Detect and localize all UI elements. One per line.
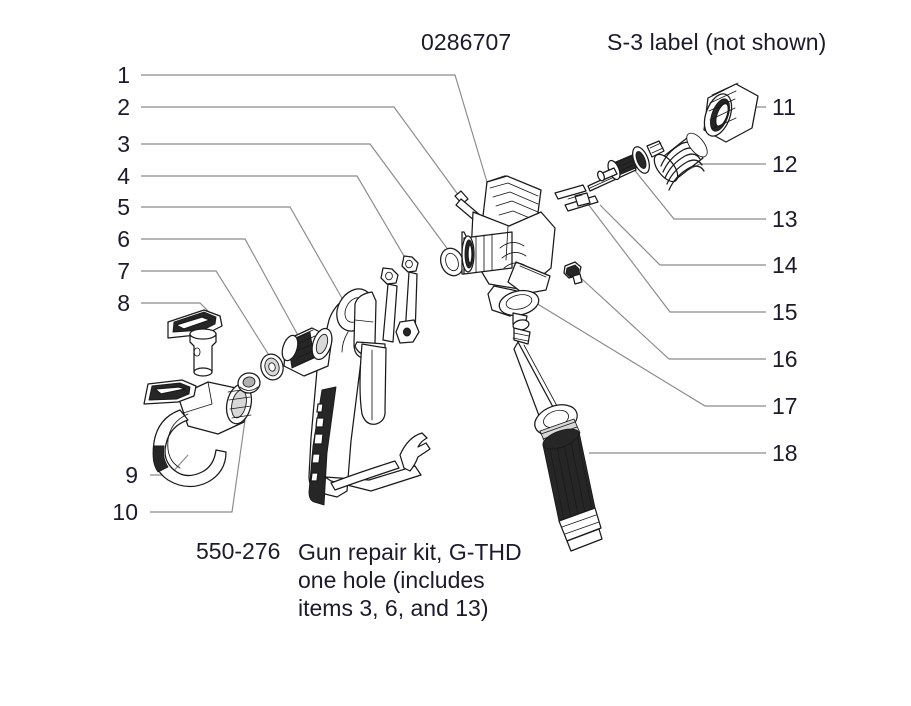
repair-kit-part-number: 550-276 [196,538,281,564]
part-set-screw [563,261,583,285]
callout-9[interactable]: 9 [125,462,138,488]
leader-lines-right [530,106,766,454]
callout-11[interactable]: 11 [772,94,796,120]
part-diffuser-seat [260,353,284,381]
repair-kit-description-line-1: Gun repair kit, G-THD [298,539,522,565]
part-spray-tip-guard [167,309,223,377]
repair-kit-description-line-2: one hole (includes [298,567,485,593]
part-end-cap-nut [703,82,759,143]
repair-kit-footer: 550-276 Gun repair kit, G-THD one hole (… [196,538,616,622]
callout-15[interactable]: 15 [772,299,798,325]
callout-1[interactable]: 1 [117,62,130,88]
callout-18[interactable]: 18 [772,440,798,466]
callout-3[interactable]: 3 [117,131,130,157]
part-fluid-tube-swivel [498,289,564,430]
part-trigger-link-arm [353,255,420,425]
part-compression-spring [653,132,708,191]
s3-label-note: S-3 label (not shown) [607,29,827,55]
part-inline-filter-handle [534,404,603,552]
callout-12[interactable]: 12 [772,151,798,177]
part-trigger-stop-pin [554,184,599,212]
callout-8[interactable]: 8 [117,290,130,316]
part-tip-seal-washer [237,372,261,394]
callout-16[interactable]: 16 [772,346,798,372]
part-gun-body [461,175,556,317]
part-needle-packing-assembly [597,140,665,182]
callout-7[interactable]: 7 [117,258,130,284]
part-guard-housing-nut [281,327,333,377]
callout-10[interactable]: 10 [112,499,138,525]
callout-4[interactable]: 4 [117,163,130,189]
callout-14[interactable]: 14 [772,252,798,278]
callout-13[interactable]: 13 [772,206,798,232]
repair-kit-description-line-3: items 3, 6, and 13) [298,595,489,621]
part-tip-guard-assembly [143,379,253,488]
callout-5[interactable]: 5 [117,194,130,220]
repair-kit-description: Gun repair kit, G-THD one hole (includes… [298,538,558,622]
callout-6[interactable]: 6 [117,226,130,252]
callout-2[interactable]: 2 [117,94,130,120]
callout-17[interactable]: 17 [772,393,798,419]
part-number-heading: 0286707 [421,29,512,55]
